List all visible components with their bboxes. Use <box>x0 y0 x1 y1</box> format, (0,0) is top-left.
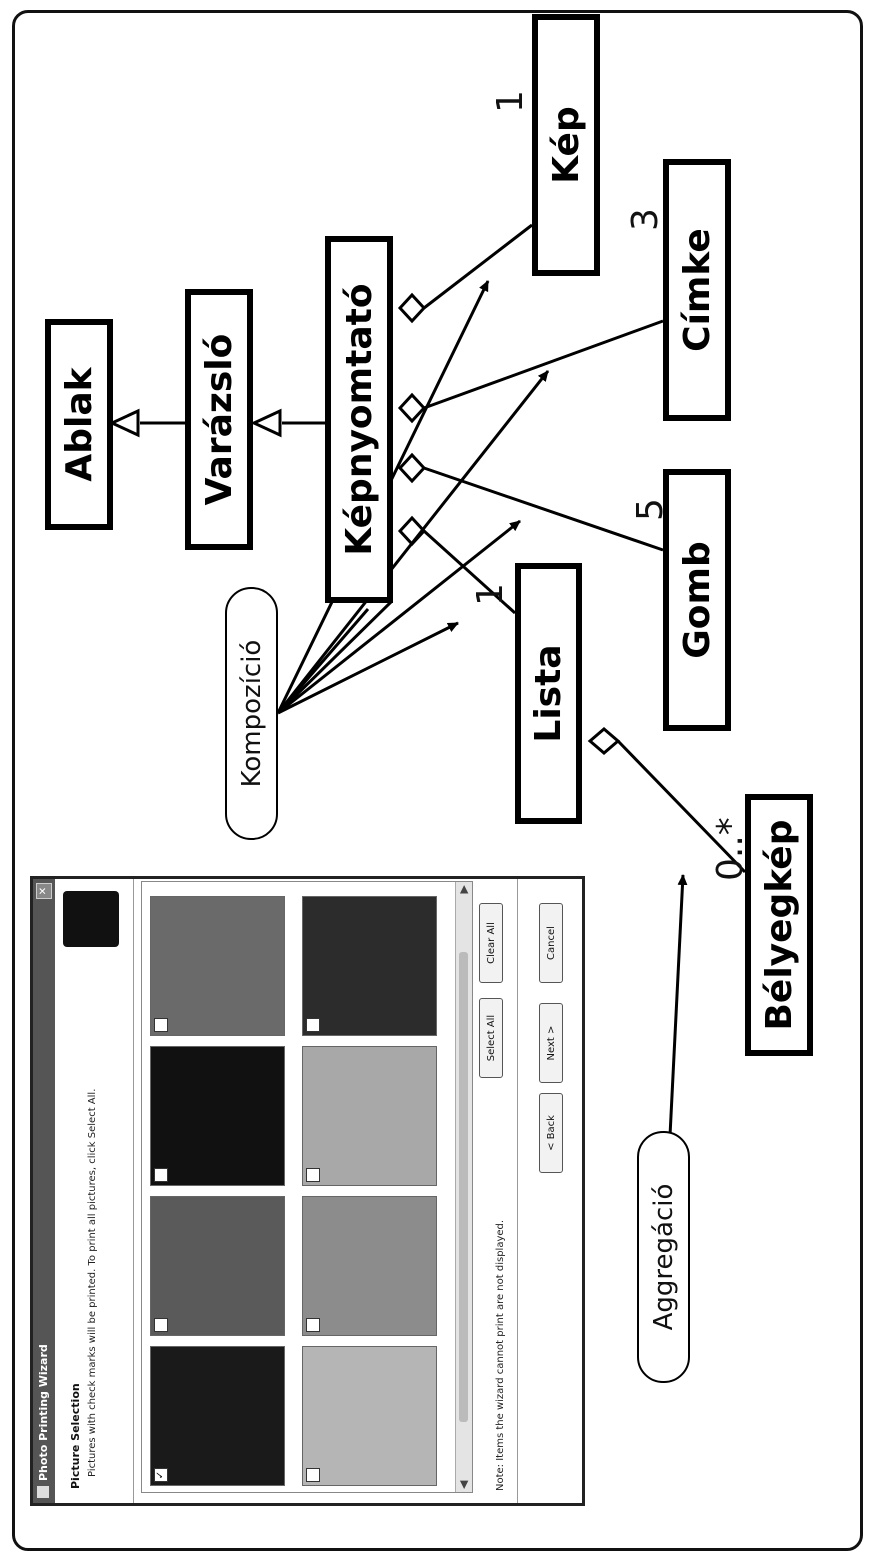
note-aggregacio-label: Aggregáció <box>648 1183 679 1331</box>
next-button[interactable]: Next > <box>539 1003 563 1083</box>
thumbnail-checkbox[interactable] <box>306 1168 320 1182</box>
camera-printer-icon <box>63 891 119 947</box>
association-gomb <box>423 466 664 552</box>
diagram-frame <box>12 10 863 1551</box>
thumbnail[interactable] <box>150 896 285 1036</box>
header-title: Picture Selection <box>69 1383 82 1489</box>
clear-all-button[interactable]: Clear All <box>479 903 503 983</box>
thumbnail[interactable] <box>302 1046 437 1186</box>
thumbnail[interactable] <box>150 1046 285 1186</box>
thumbnail-checkbox[interactable] <box>306 1468 320 1482</box>
scroll-left-icon[interactable]: ◀ <box>457 1480 470 1489</box>
association-cimke <box>423 319 664 410</box>
wizard-titlebar: Photo Printing Wizard ✕ <box>33 879 55 1503</box>
thumbnail[interactable] <box>302 1196 437 1336</box>
note-aggregacio: Aggregáció <box>637 1131 690 1383</box>
kompozicio-arrow-3 <box>277 519 521 715</box>
thumbnail-checkbox[interactable] <box>306 1018 320 1032</box>
note-kompozicio-label: Kompozíció <box>236 639 267 788</box>
class-lista: Lista <box>515 563 582 824</box>
class-cimke-label: Címke <box>676 228 718 352</box>
wizard-title: Photo Printing Wizard <box>37 1344 50 1481</box>
class-gomb-label: Gomb <box>676 541 718 659</box>
class-kepnyomtato-label: Képnyomtató <box>338 283 380 556</box>
cancel-button[interactable]: Cancel <box>539 903 563 983</box>
thumbnail-checkbox[interactable] <box>154 1318 168 1332</box>
class-ablak-label: Ablak <box>58 367 100 482</box>
note-kompozicio: Kompozíció <box>225 587 278 840</box>
multiplicity-lista: 1 <box>470 583 511 606</box>
thumbnail-checkbox[interactable] <box>154 1018 168 1032</box>
generalization-arrowhead-varazslo <box>250 408 282 438</box>
photo-printing-wizard: Photo Printing Wizard ✕ Picture Selectio… <box>30 876 585 1506</box>
class-belyegkep-label: Bélyegkép <box>758 819 800 1031</box>
multiplicity-kep: 1 <box>490 90 531 113</box>
kompozicio-arrow-4 <box>277 621 459 715</box>
class-lista-label: Lista <box>528 644 569 743</box>
composition-diamond-kep <box>397 292 427 324</box>
multiplicity-gomb: 5 <box>630 498 671 521</box>
footer-divider <box>517 879 518 1503</box>
class-ablak: Ablak <box>45 319 113 530</box>
class-varazslo-label: Varázsló <box>198 333 240 506</box>
multiplicity-belyegkep: 0..* <box>710 817 751 881</box>
thumbnail[interactable] <box>150 1196 285 1336</box>
thumbnail[interactable] <box>302 1346 437 1486</box>
thumbnail[interactable]: ✓ <box>150 1346 285 1486</box>
wizard-note: Note: Items the wizard cannot print are … <box>495 1219 506 1491</box>
aggregation-diamond-lista <box>587 727 621 755</box>
association-lista <box>422 529 517 615</box>
app-icon <box>37 1486 49 1498</box>
horizontal-scrollbar[interactable]: ◀ ▶ <box>455 882 472 1492</box>
generalization-arrowhead-ablak <box>108 408 140 438</box>
class-kep: Kép <box>532 14 600 276</box>
thumbnail-checkbox[interactable]: ✓ <box>154 1468 168 1482</box>
composition-diamond-gomb <box>397 452 427 484</box>
thumbnail[interactable] <box>302 896 437 1036</box>
select-all-button[interactable]: Select All <box>479 998 503 1078</box>
multiplicity-cimke: 3 <box>625 208 666 231</box>
close-icon[interactable]: ✕ <box>36 883 52 899</box>
back-button[interactable]: < Back <box>539 1093 563 1173</box>
class-cimke: Címke <box>663 159 731 421</box>
thumbnail-checkbox[interactable] <box>154 1168 168 1182</box>
class-gomb: Gomb <box>663 469 731 731</box>
kompozicio-line-6 <box>276 599 394 715</box>
class-kepnyomtato: Képnyomtató <box>325 236 393 603</box>
thumbnail-checkbox[interactable] <box>306 1318 320 1332</box>
thumbnail-list[interactable]: ✓ ◀ ▶ <box>141 881 473 1493</box>
wizard-header: Picture Selection Pictures with check ma… <box>55 879 134 1503</box>
kompozicio-arrow-2 <box>276 370 550 714</box>
kompozicio-line-5 <box>276 608 370 714</box>
scrollbar-thumb[interactable] <box>459 952 468 1422</box>
class-varazslo: Varázsló <box>185 289 253 550</box>
association-kep <box>423 223 533 310</box>
association-belyegkep <box>616 739 747 874</box>
class-belyegkep: Bélyegkép <box>745 794 813 1056</box>
class-kep-label: Kép <box>545 106 587 184</box>
scroll-right-icon[interactable]: ▶ <box>457 885 470 894</box>
header-subtitle: Pictures with check marks will be printe… <box>87 1088 98 1477</box>
